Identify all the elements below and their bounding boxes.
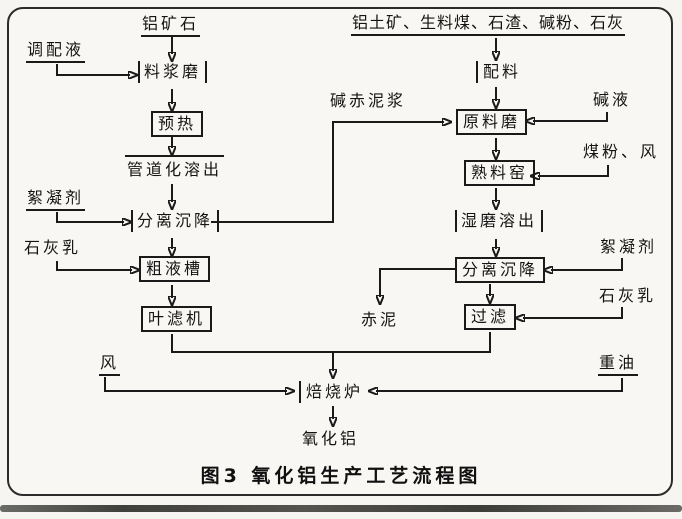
node-batching: 配料 — [476, 61, 526, 83]
node-red-mud: 赤泥 — [361, 310, 400, 329]
diagram-border-frame — [7, 7, 673, 496]
node-leaf-filter: 叶滤机 — [141, 306, 213, 332]
arrow-lime-right-to-filtration — [523, 307, 623, 318]
arrow-separation-right-to-red-mud — [380, 268, 457, 297]
node-separation-settling-right: 分离沉降 — [455, 257, 546, 283]
figure-caption: 图3 氧化铝生产工艺流程图 — [200, 465, 482, 487]
node-slurry-mill: 料浆磨 — [138, 61, 208, 83]
arrow-flocculant-right-to-separation — [551, 258, 623, 270]
arrow-separation-left-to-raw-mill-recycle — [211, 122, 444, 223]
label-coal-powder-air: 煤粉、风 — [583, 142, 660, 161]
node-bauxite-ore: 铝矿石 — [141, 14, 201, 37]
arrow-mixing-liquor-to-slurry-mill — [56, 64, 130, 75]
node-clinker-kiln: 熟料窑 — [464, 160, 536, 186]
node-crude-liquor-tank: 粗液槽 — [139, 256, 211, 282]
node-raw-mill: 原料磨 — [456, 109, 528, 135]
scan-edge-artifact — [0, 505, 682, 512]
arrow-flocculant-left-to-separation — [56, 212, 124, 222]
node-preheat: 预热 — [151, 111, 204, 137]
node-wet-mill-digestion: 湿磨溶出 — [455, 210, 544, 232]
arrow-alkali-liquor-to-raw-mill — [533, 112, 608, 121]
label-flocculant-right: 絮凝剂 — [600, 237, 658, 256]
label-heavy-oil: 重油 — [598, 353, 639, 376]
node-pipeline-digestion: 管道化溶出 — [125, 155, 225, 180]
label-lime-milk-left: 石灰乳 — [24, 238, 82, 257]
label-flocculant-left: 絮凝剂 — [26, 188, 86, 211]
arrow-heavy-oil-to-roasting-furnace — [376, 378, 623, 391]
label-lime-milk-right: 石灰乳 — [599, 286, 657, 305]
label-alkali-liquor: 碱液 — [593, 90, 632, 109]
arrow-lime-left-to-crude-tank — [56, 261, 132, 270]
arrow-coal-air-to-clinker-kiln — [538, 165, 609, 176]
arrow-air-to-roasting-furnace — [104, 377, 287, 391]
node-raw-materials-list: 铝土矿、生料煤、石渣、碱粉、石灰 — [351, 13, 626, 36]
node-separation-settling-left: 分离沉降 — [131, 210, 220, 232]
node-filtration: 过滤 — [464, 304, 517, 330]
label-air: 风 — [99, 353, 121, 376]
node-roasting-furnace: 焙烧炉 — [299, 381, 368, 403]
label-mixing-liquor: 调配液 — [26, 40, 86, 63]
node-alumina: 氧化铝 — [302, 429, 360, 448]
label-alkali-red-mud-slurry: 碱赤泥浆 — [330, 91, 407, 110]
